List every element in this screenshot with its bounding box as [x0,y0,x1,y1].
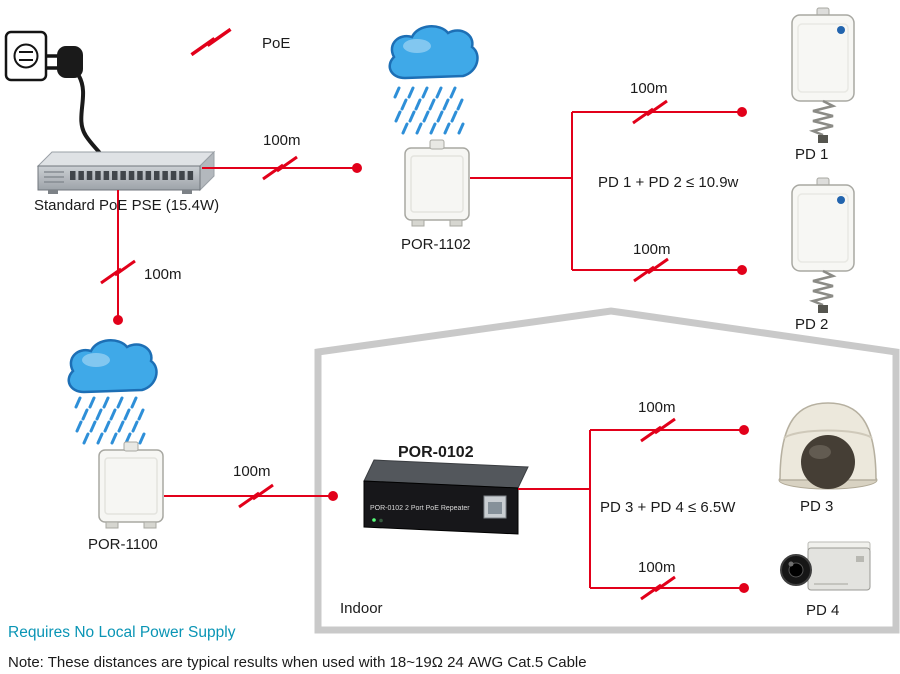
rain-cloud-icon [388,25,479,133]
distance-label: 100m [144,266,182,283]
footer-highlight: Requires No Local Power Supply [8,624,236,641]
footer-note: Note: These distances are typical result… [8,654,587,671]
pd4-label: PD 4 [806,602,840,619]
pd1-label: PD 1 [795,146,829,163]
box-camera-pd4-image [780,541,871,591]
power-outlet-icon [4,30,48,82]
por1100-label: POR-1100 [88,536,158,553]
por-0102-image: POR-0102 2 Port PoE Repeater [363,459,529,535]
connection-dots [113,107,749,593]
indoor-label: Indoor [340,600,383,617]
power-plug-icon [46,46,105,159]
poe-legend-label: PoE [262,35,291,52]
pd3-label: PD 3 [800,498,834,515]
distance-label: 100m [263,132,301,149]
por0102-label: POR-0102 [398,444,474,461]
poe-switch-image [36,150,216,194]
por1102-label: POR-1102 [401,236,471,253]
por0102-front-text: POR-0102 2 Port PoE Repeater [370,505,470,512]
distance-label: 100m [633,241,671,258]
distance-label: 100m [638,559,676,576]
outdoor-ap-pd1-image [790,6,856,145]
pd12-budget-label: PD 1 + PD 2 ≤ 10.9w [598,174,739,191]
distance-label: 100m [638,399,676,416]
pse-label: Standard PoE PSE (15.4W) [34,197,220,214]
outdoor-ap-pd2-image [790,176,856,315]
house-outline [314,307,900,634]
pd34-budget-label: PD 3 + PD 4 ≤ 6.5W [600,499,736,516]
poe-link-lines [117,111,744,589]
por-1100-image [98,441,164,529]
por-1102-image [404,139,470,227]
distance-label: 100m [233,463,271,480]
pd2-label: PD 2 [795,316,829,333]
distance-label: 100m [630,80,668,97]
dome-camera-pd3-image [778,402,878,490]
rain-cloud-icon [67,339,158,443]
